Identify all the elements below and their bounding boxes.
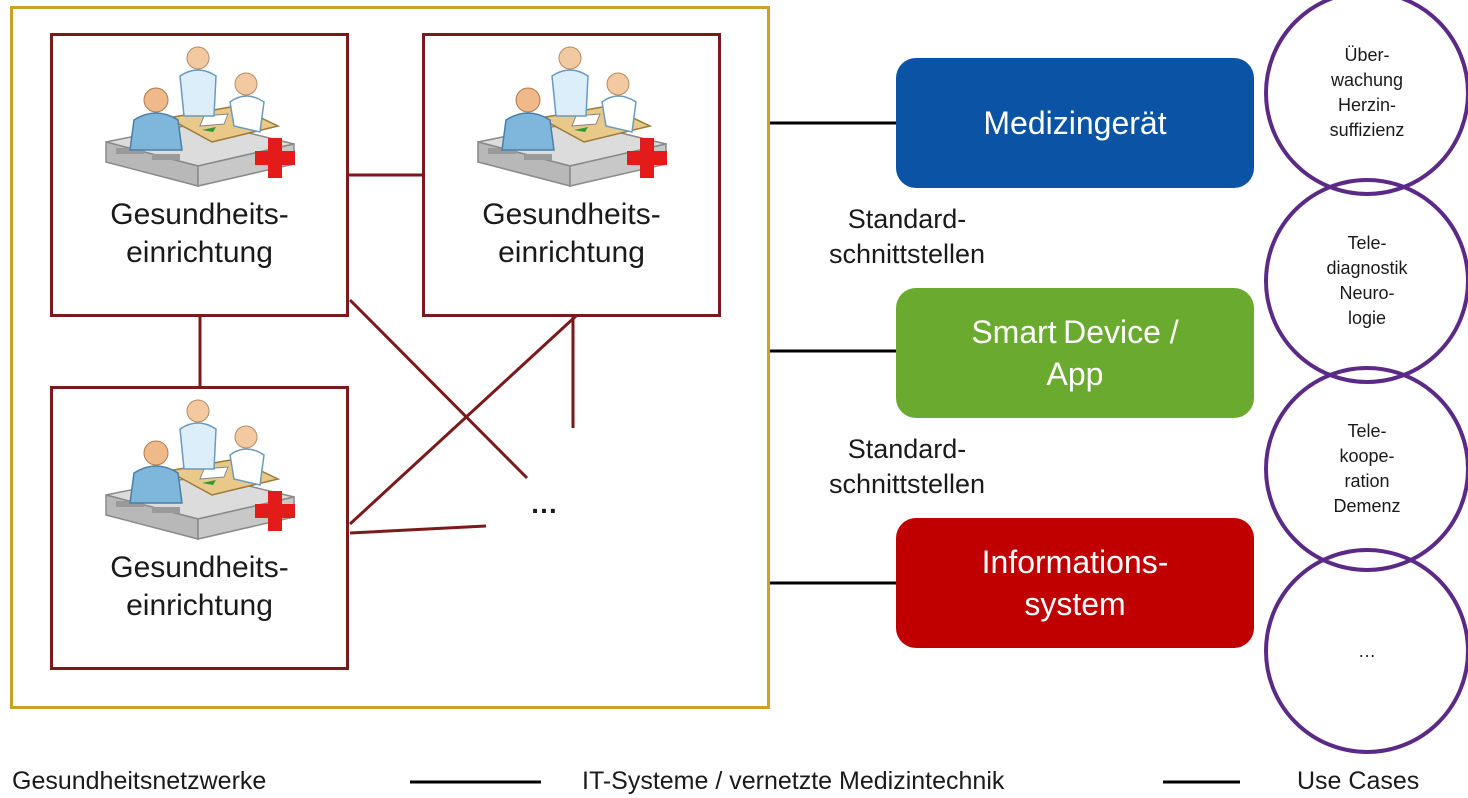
use-case-telecooperation: Tele- koope- ration Demenz — [1264, 366, 1468, 572]
health-facility-2: Gesundheits- einrichtung — [422, 33, 721, 317]
smart-device-app-box: Smart Device / App — [896, 288, 1254, 418]
health-facility-3: Gesundheits- einrichtung — [50, 386, 349, 670]
standard-interfaces-label-1: Standard- schnittstellen — [828, 204, 986, 269]
medical-device-label: Medizingerät — [983, 105, 1167, 141]
facility-label: Gesundheits- einrichtung — [110, 551, 289, 622]
doctor-consultation-server-icon — [104, 46, 295, 187]
use-case-telediagnostics: Tele- diagnostik Neuro- logie — [1264, 178, 1468, 384]
standard-interfaces-label-2: Standard- schnittstellen — [828, 434, 986, 499]
use-case-label: Über- wachung Herzin- suffizienz — [1329, 45, 1405, 140]
use-case-more: … — [1264, 548, 1468, 754]
information-system-box: Informations- system — [896, 518, 1254, 648]
link-facility2-facility3 — [348, 314, 578, 526]
use-case-label: Tele- koope- ration Demenz — [1333, 421, 1401, 516]
information-system-label: Informations- system — [981, 544, 1169, 622]
link-facility1-more — [348, 298, 529, 480]
facility-label: Gesundheits- einrichtung — [482, 198, 661, 269]
footer-health-networks: Gesundheitsnetzwerke — [12, 767, 267, 795]
doctor-consultation-server-icon — [104, 399, 295, 540]
use-case-label: Tele- diagnostik Neuro- logie — [1326, 233, 1408, 328]
smart-device-app-label: Smart Device / App — [971, 314, 1179, 392]
doctor-consultation-server-icon — [476, 46, 667, 187]
health-facility-1: Gesundheits- einrichtung — [50, 33, 349, 317]
facility-label: Gesundheits- einrichtung — [110, 198, 289, 269]
use-case-heart-failure: Über- wachung Herzin- suffizienz — [1264, 0, 1468, 196]
link-facility3-more — [349, 524, 487, 535]
footer-use-cases: Use Cases — [1297, 767, 1420, 795]
footer-it-systems: IT-Systeme / vernetzte Medizintechnik — [582, 767, 1005, 795]
more-facilities-ellipsis: … — [530, 488, 558, 519]
use-case-label: … — [1358, 640, 1376, 661]
medical-device-box: Medizingerät — [896, 58, 1254, 188]
health-network-frame — [10, 6, 770, 709]
